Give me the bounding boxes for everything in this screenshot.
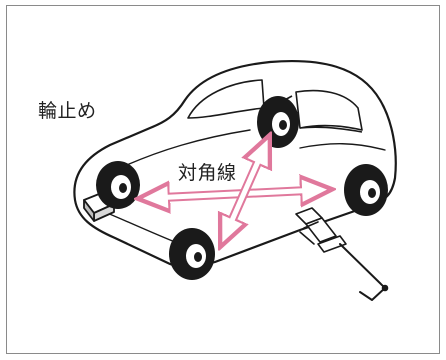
car-jack	[295, 207, 389, 301]
wheel-rear-left	[257, 96, 299, 148]
diagonal-label: 対角線	[178, 162, 237, 184]
wheel-front-left	[96, 161, 140, 209]
wheel-front-right	[169, 228, 215, 280]
wheel-rear-right	[344, 164, 388, 216]
wheel-chock-label: 輪止め	[38, 100, 97, 122]
diagonal-arrows	[152, 148, 318, 234]
